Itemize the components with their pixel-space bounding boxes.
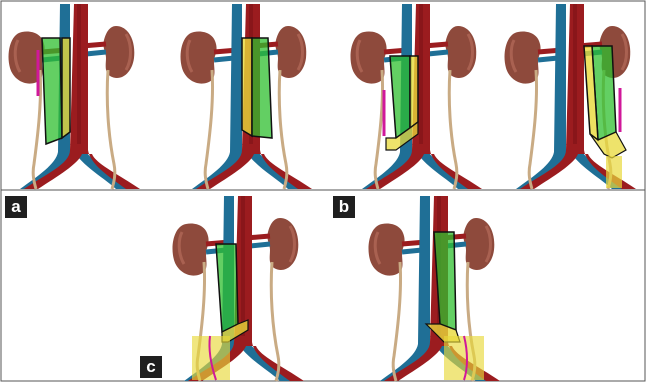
radiation-field-yellow — [410, 56, 418, 128]
panel-a-right — [181, 4, 313, 189]
radiation-field-green — [216, 244, 238, 332]
radiation-field-yellow — [242, 38, 252, 136]
panel-label-a: a — [5, 196, 27, 218]
inguinal-field — [606, 156, 622, 188]
panel-b-right — [505, 4, 637, 189]
panel-c-right — [369, 196, 501, 381]
radiation-field-green — [42, 38, 62, 144]
radiation-field-green — [252, 38, 272, 138]
panel-b-left — [351, 4, 483, 189]
radiation-field-green — [390, 56, 410, 138]
radiation-field-yellow — [62, 38, 70, 138]
panel-a-left — [9, 4, 141, 189]
pelvic-field — [444, 336, 484, 380]
panel-c-left — [173, 196, 305, 381]
panel-label-c: c — [140, 356, 162, 378]
panel-label-b: b — [333, 196, 355, 218]
